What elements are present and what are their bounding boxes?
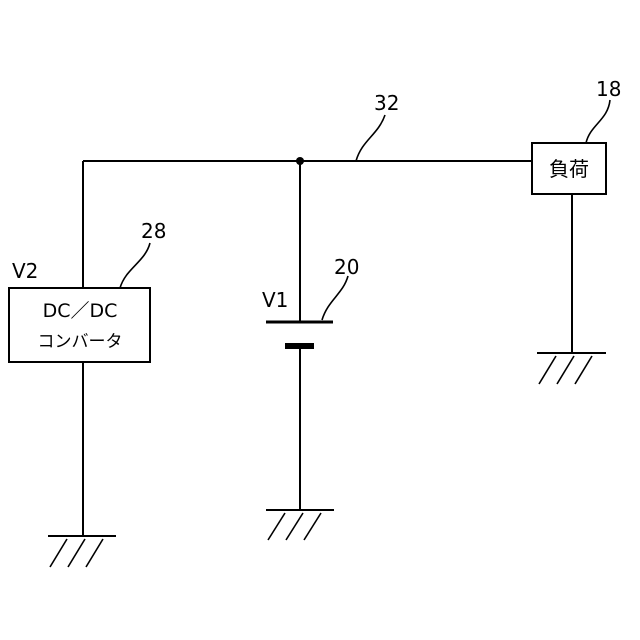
ground-symbol-battery xyxy=(266,510,334,540)
converter-line1: DC／DC xyxy=(43,300,118,322)
voltage-label-v1: V1 xyxy=(262,288,288,312)
ground-symbol-converter xyxy=(48,536,116,567)
voltage-label-v2: V2 xyxy=(12,259,38,283)
ref-label-28: 28 xyxy=(141,219,166,243)
leader-line-32 xyxy=(356,115,385,161)
ground-symbol-load xyxy=(537,353,606,384)
ref-label-32: 32 xyxy=(374,91,399,115)
converter-line2: コンバータ xyxy=(38,332,123,352)
leader-line-28 xyxy=(120,243,150,288)
ref-label-20: 20 xyxy=(334,255,359,279)
load-label: 負荷 xyxy=(549,157,589,181)
ref-label-18: 18 xyxy=(596,77,621,101)
leader-line-18 xyxy=(586,100,610,143)
leader-line-20 xyxy=(322,276,348,320)
